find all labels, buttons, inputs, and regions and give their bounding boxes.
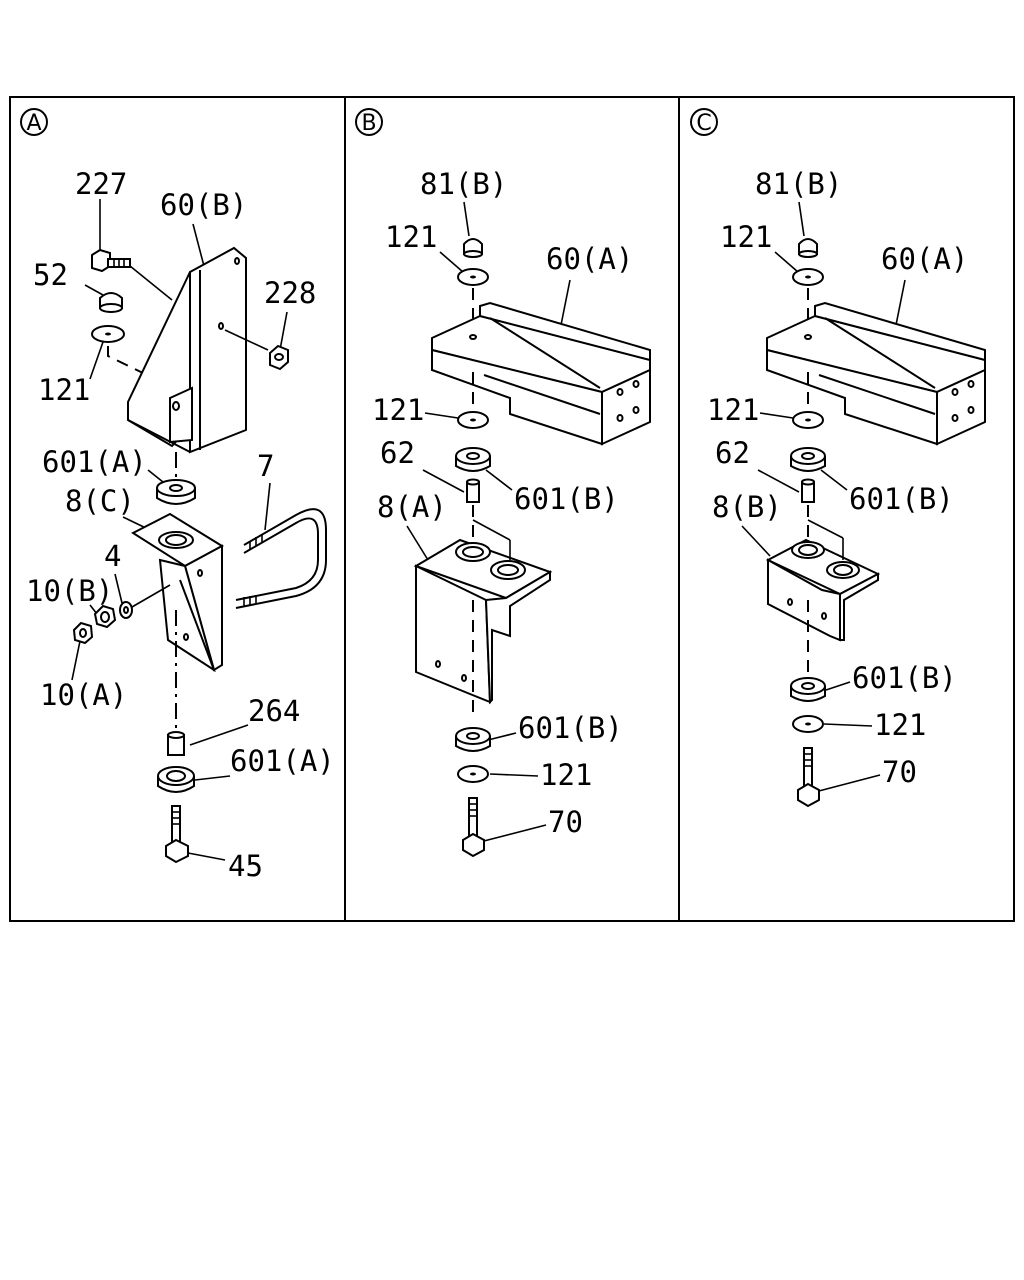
label-45: 45 <box>228 849 263 883</box>
cap-nut-81-b-b <box>463 238 483 258</box>
cap-nut-52 <box>99 292 123 313</box>
label-227: 227 <box>75 167 127 201</box>
grommet-601-b-b-upper <box>455 447 491 472</box>
bracket-60-a-c <box>766 301 986 446</box>
bolt-227 <box>91 248 173 301</box>
label-121: 121 <box>38 373 90 407</box>
nut-10-b <box>93 604 117 629</box>
u-bolt-7 <box>235 508 327 609</box>
label-10-b: 10(B) <box>26 574 113 608</box>
panel-c-letter: C <box>696 111 711 136</box>
label-62: 62 <box>380 436 415 470</box>
label-70: 70 <box>882 755 917 789</box>
panel-a-marker <box>20 108 48 136</box>
panel-c-marker <box>690 108 718 136</box>
label-121-bottom: 121 <box>874 708 926 742</box>
label-121-top: 121 <box>720 220 772 254</box>
bracket-60-b <box>127 246 269 454</box>
label-10-a: 10(A) <box>40 678 127 712</box>
cap-nut-81-b-c <box>798 238 818 258</box>
label-601-b-lower: 601(B) <box>518 711 623 745</box>
washer-121-c-bottom <box>792 715 824 733</box>
nut-10-a <box>72 621 94 645</box>
panel-a-letter: A <box>26 111 41 136</box>
grommet-601-a-upper <box>156 479 196 505</box>
label-601-b-upper: 601(B) <box>849 482 954 516</box>
spacer-62-c <box>801 478 815 503</box>
bolt-45 <box>165 805 189 864</box>
bracket-60-a-b <box>431 301 651 446</box>
washer-121-c-top <box>792 268 824 286</box>
bolt-70-c <box>797 747 820 808</box>
panel-b-letter: B <box>361 111 376 136</box>
label-601-b-upper: 601(B) <box>514 482 619 516</box>
label-8-c: 8(C) <box>65 484 135 518</box>
spacer-264 <box>167 731 185 756</box>
label-60-a: 60(A) <box>546 242 633 276</box>
washer-121-a <box>91 325 125 343</box>
label-601-b-lower: 601(B) <box>852 661 957 695</box>
label-601-a-top: 601(A) <box>42 445 147 479</box>
washer-4 <box>119 601 133 619</box>
label-121-bottom: 121 <box>540 758 592 792</box>
label-264: 264 <box>248 694 300 728</box>
label-70: 70 <box>548 805 583 839</box>
washer-121-c-mid <box>792 411 824 429</box>
label-60-a: 60(A) <box>881 242 968 276</box>
grommet-601-b-c-upper <box>790 447 826 472</box>
label-81-b: 81(B) <box>755 167 842 201</box>
panel-a: A 227 60(B) 52 228 121 601(A) 7 8(C) 4 1… <box>20 108 335 883</box>
diagram-frame <box>9 96 1015 922</box>
panel-c: C 81(B) 121 60(A) 121 62 601(B) 8(B) 601… <box>690 108 986 808</box>
flange-nut-228 <box>269 344 289 371</box>
grommet-601-a-lower <box>157 766 195 793</box>
label-601-a-bottom: 601(A) <box>230 744 335 778</box>
label-81-b: 81(B) <box>420 167 507 201</box>
bracket-8-b <box>765 519 881 642</box>
label-52: 52 <box>33 258 68 292</box>
label-121-mid: 121 <box>707 393 759 427</box>
label-8-b: 8(B) <box>712 490 782 524</box>
grommet-601-b-b-lower <box>455 727 491 752</box>
bolt-70-b <box>462 797 485 858</box>
label-60-b: 60(B) <box>160 188 247 222</box>
washer-121-b-top <box>457 268 489 286</box>
spacer-62-b <box>466 478 480 503</box>
label-4: 4 <box>104 539 121 573</box>
grommet-601-b-c-lower <box>790 677 826 702</box>
label-62: 62 <box>715 436 750 470</box>
label-8-a: 8(A) <box>377 490 447 524</box>
panel-b-marker <box>355 108 383 136</box>
label-121-top: 121 <box>385 220 437 254</box>
label-7: 7 <box>257 449 274 483</box>
label-121-mid: 121 <box>372 393 424 427</box>
bracket-8-c <box>130 512 224 673</box>
panel-b: B 81(B) 121 60(A) 121 62 601(B) 8(A) 601… <box>355 108 651 858</box>
label-228: 228 <box>264 276 316 310</box>
washer-121-b-bottom <box>457 765 489 783</box>
washer-121-b-mid <box>457 411 489 429</box>
bracket-8-a <box>413 519 553 705</box>
